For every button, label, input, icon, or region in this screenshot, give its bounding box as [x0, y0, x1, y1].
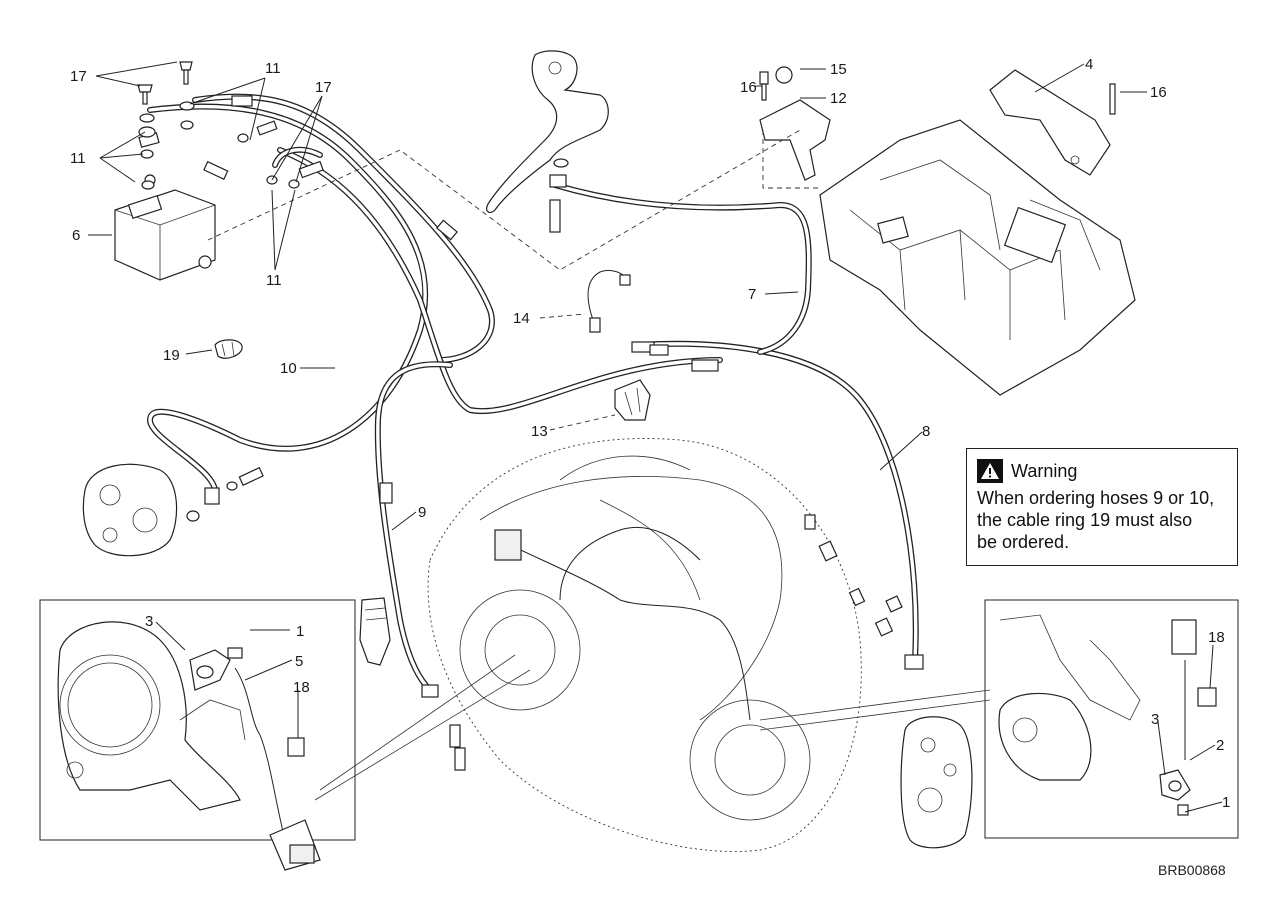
- rear-master-cylinder: [359, 597, 466, 771]
- callout-4: 4: [1085, 56, 1093, 73]
- callout-3-left: 3: [145, 613, 153, 630]
- callout-12: 12: [830, 90, 847, 107]
- callout-11-left: 11: [70, 150, 86, 167]
- callout-1-right: 1: [1222, 794, 1230, 811]
- callout-15: 15: [830, 61, 847, 78]
- rear-sensor-inset: [39, 599, 356, 871]
- abs-unit: [114, 174, 216, 281]
- callout-18-right: 18: [1208, 629, 1225, 646]
- hose-8: [637, 340, 919, 663]
- callout-6: 6: [72, 227, 80, 244]
- callout-3-right: 3: [1151, 711, 1159, 728]
- callout-16-right: 16: [1150, 84, 1167, 101]
- callout-18-left: 18: [293, 679, 310, 696]
- hose-7: [552, 182, 812, 355]
- warning-line-2: the cable ring 19 must also: [977, 510, 1193, 530]
- hose-10: [146, 103, 429, 498]
- callout-5: 5: [295, 653, 303, 670]
- reference-code: BRB00868: [1158, 862, 1226, 878]
- upper-bracket: [989, 69, 1116, 176]
- front-hose-fittings: [804, 514, 903, 637]
- motorcycle-outline: [427, 438, 862, 852]
- callout-7: 7: [748, 286, 756, 303]
- front-sensor-inset: [984, 599, 1239, 839]
- callout-10: 10: [280, 360, 297, 377]
- warning-line-3: be ordered.: [977, 532, 1070, 552]
- rear-caliper: [82, 463, 264, 557]
- callout-9: 9: [418, 504, 426, 521]
- callout-17-right: 17: [315, 79, 332, 96]
- callout-19: 19: [163, 347, 180, 364]
- warning-text: When ordering hoses 9 or 10, the cable r…: [977, 487, 1227, 553]
- callout-2: 2: [1216, 737, 1224, 754]
- callout-11-bottom: 11: [266, 272, 282, 289]
- warning-title: Warning: [1011, 460, 1078, 481]
- callout-1-left: 1: [296, 623, 304, 640]
- callout-16-left: 16: [740, 79, 757, 96]
- front-caliper: [900, 716, 973, 849]
- hose-upper-a: [192, 93, 495, 363]
- bracket-assembly: [759, 66, 831, 181]
- clip-13: [614, 379, 651, 421]
- hose-upper-b: [277, 147, 723, 415]
- callout-14: 14: [513, 310, 530, 327]
- callout-leaders: [88, 61, 1223, 813]
- callout-8: 8: [922, 423, 930, 440]
- warning-line-1: When ordering hoses 9 or 10,: [977, 488, 1215, 508]
- callout-11-top: 11: [265, 60, 281, 77]
- warning-header: Warning: [977, 457, 1227, 485]
- callout-numbers: 17 11 17 11 6 11 19 10 14 13 9 7 8 16 15…: [70, 56, 1230, 811]
- front-brake-lever: [486, 50, 609, 233]
- sensor-14: [587, 269, 631, 333]
- connector-lines: [207, 129, 991, 801]
- warning-triangle-icon: [977, 459, 1003, 483]
- hose-9: [374, 361, 453, 693]
- callout-13: 13: [531, 423, 548, 440]
- hose-fittings: [138, 95, 924, 698]
- cable-ring: [214, 339, 243, 359]
- callout-17-left: 17: [70, 68, 87, 85]
- battery-tray: [819, 119, 1136, 396]
- warning-note: Warning When ordering hoses 9 or 10, the…: [966, 448, 1238, 566]
